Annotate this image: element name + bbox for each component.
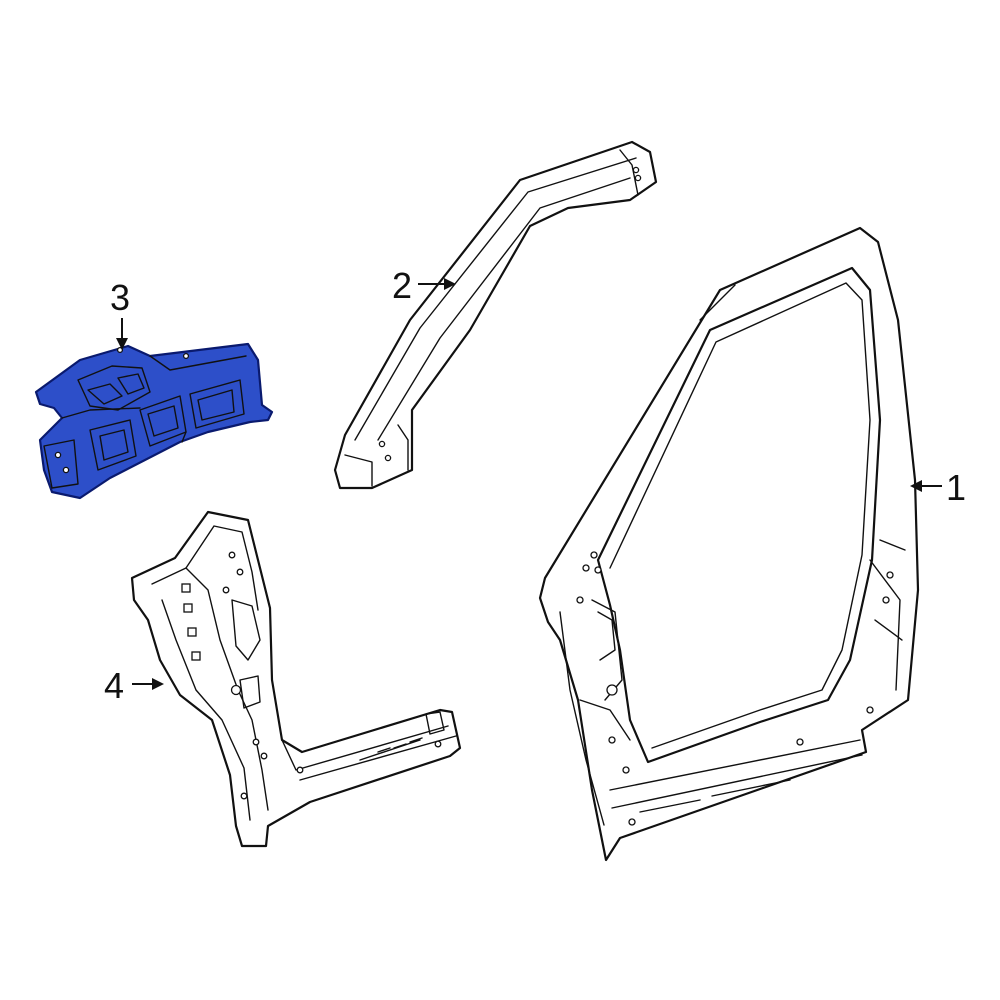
callout-4: 4 xyxy=(104,665,164,706)
part-3-reinforcement[interactable] xyxy=(34,342,274,500)
callout-2: 2 xyxy=(392,265,456,306)
part-4-lower-pillar[interactable] xyxy=(130,510,462,848)
callout-1-label: 1 xyxy=(946,467,966,508)
callout-1: 1 xyxy=(910,467,966,508)
callout-2-label: 2 xyxy=(392,265,412,306)
part-2-upper-pillar[interactable] xyxy=(333,140,658,490)
callout-4-label: 4 xyxy=(104,665,124,706)
part-1-door-aperture[interactable] xyxy=(538,226,920,862)
callout-3-label: 3 xyxy=(110,277,130,318)
callout-3: 3 xyxy=(110,277,130,350)
